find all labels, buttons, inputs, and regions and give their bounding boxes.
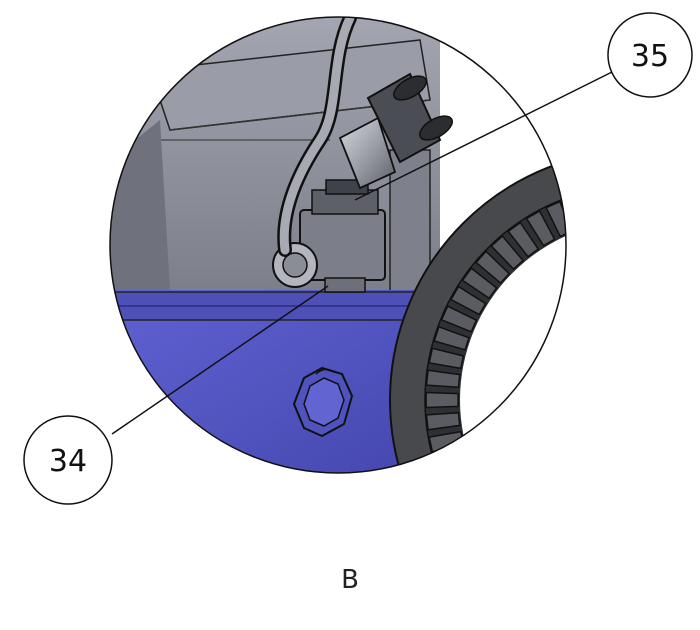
- tire-tread-block: [425, 369, 461, 389]
- tire-tread-block: [428, 347, 465, 370]
- tire-tread-block: [433, 325, 470, 351]
- tire-tread-block: [440, 467, 478, 473]
- view-label: B: [341, 565, 359, 595]
- tire-tread-block: [425, 411, 461, 431]
- tire-tread-block: [461, 267, 498, 300]
- tire-tread-block: [474, 250, 511, 285]
- leader-line-34: [111, 285, 329, 435]
- hex-bolt: [292, 366, 354, 438]
- grey-left-shadow: [110, 120, 170, 290]
- tire-tread-block: [565, 193, 566, 230]
- callout-35: 35: [607, 12, 693, 98]
- tire-tread-block: [450, 285, 487, 316]
- tire-tread-block: [588, 189, 608, 223]
- callout-35-label: 35: [631, 39, 669, 74]
- tire-tread-block: [433, 449, 470, 473]
- tire-tread-block: [610, 187, 627, 220]
- tire-tread-block: [451, 485, 486, 513]
- tire-tread-block: [490, 234, 525, 271]
- detail-circle-border: [109, 16, 567, 474]
- tire-tread-block: [440, 305, 478, 333]
- detail-circle: [110, 17, 648, 513]
- tire-tread-block: [633, 186, 648, 218]
- tire-tread-block: [507, 221, 540, 258]
- hose-connector: [338, 72, 453, 190]
- callout-34: 34: [23, 415, 113, 505]
- tire-tread-block: [425, 391, 459, 409]
- leader-line-35: [354, 71, 613, 201]
- tire-tread-block: [525, 210, 556, 247]
- callout-34-label: 34: [49, 444, 87, 479]
